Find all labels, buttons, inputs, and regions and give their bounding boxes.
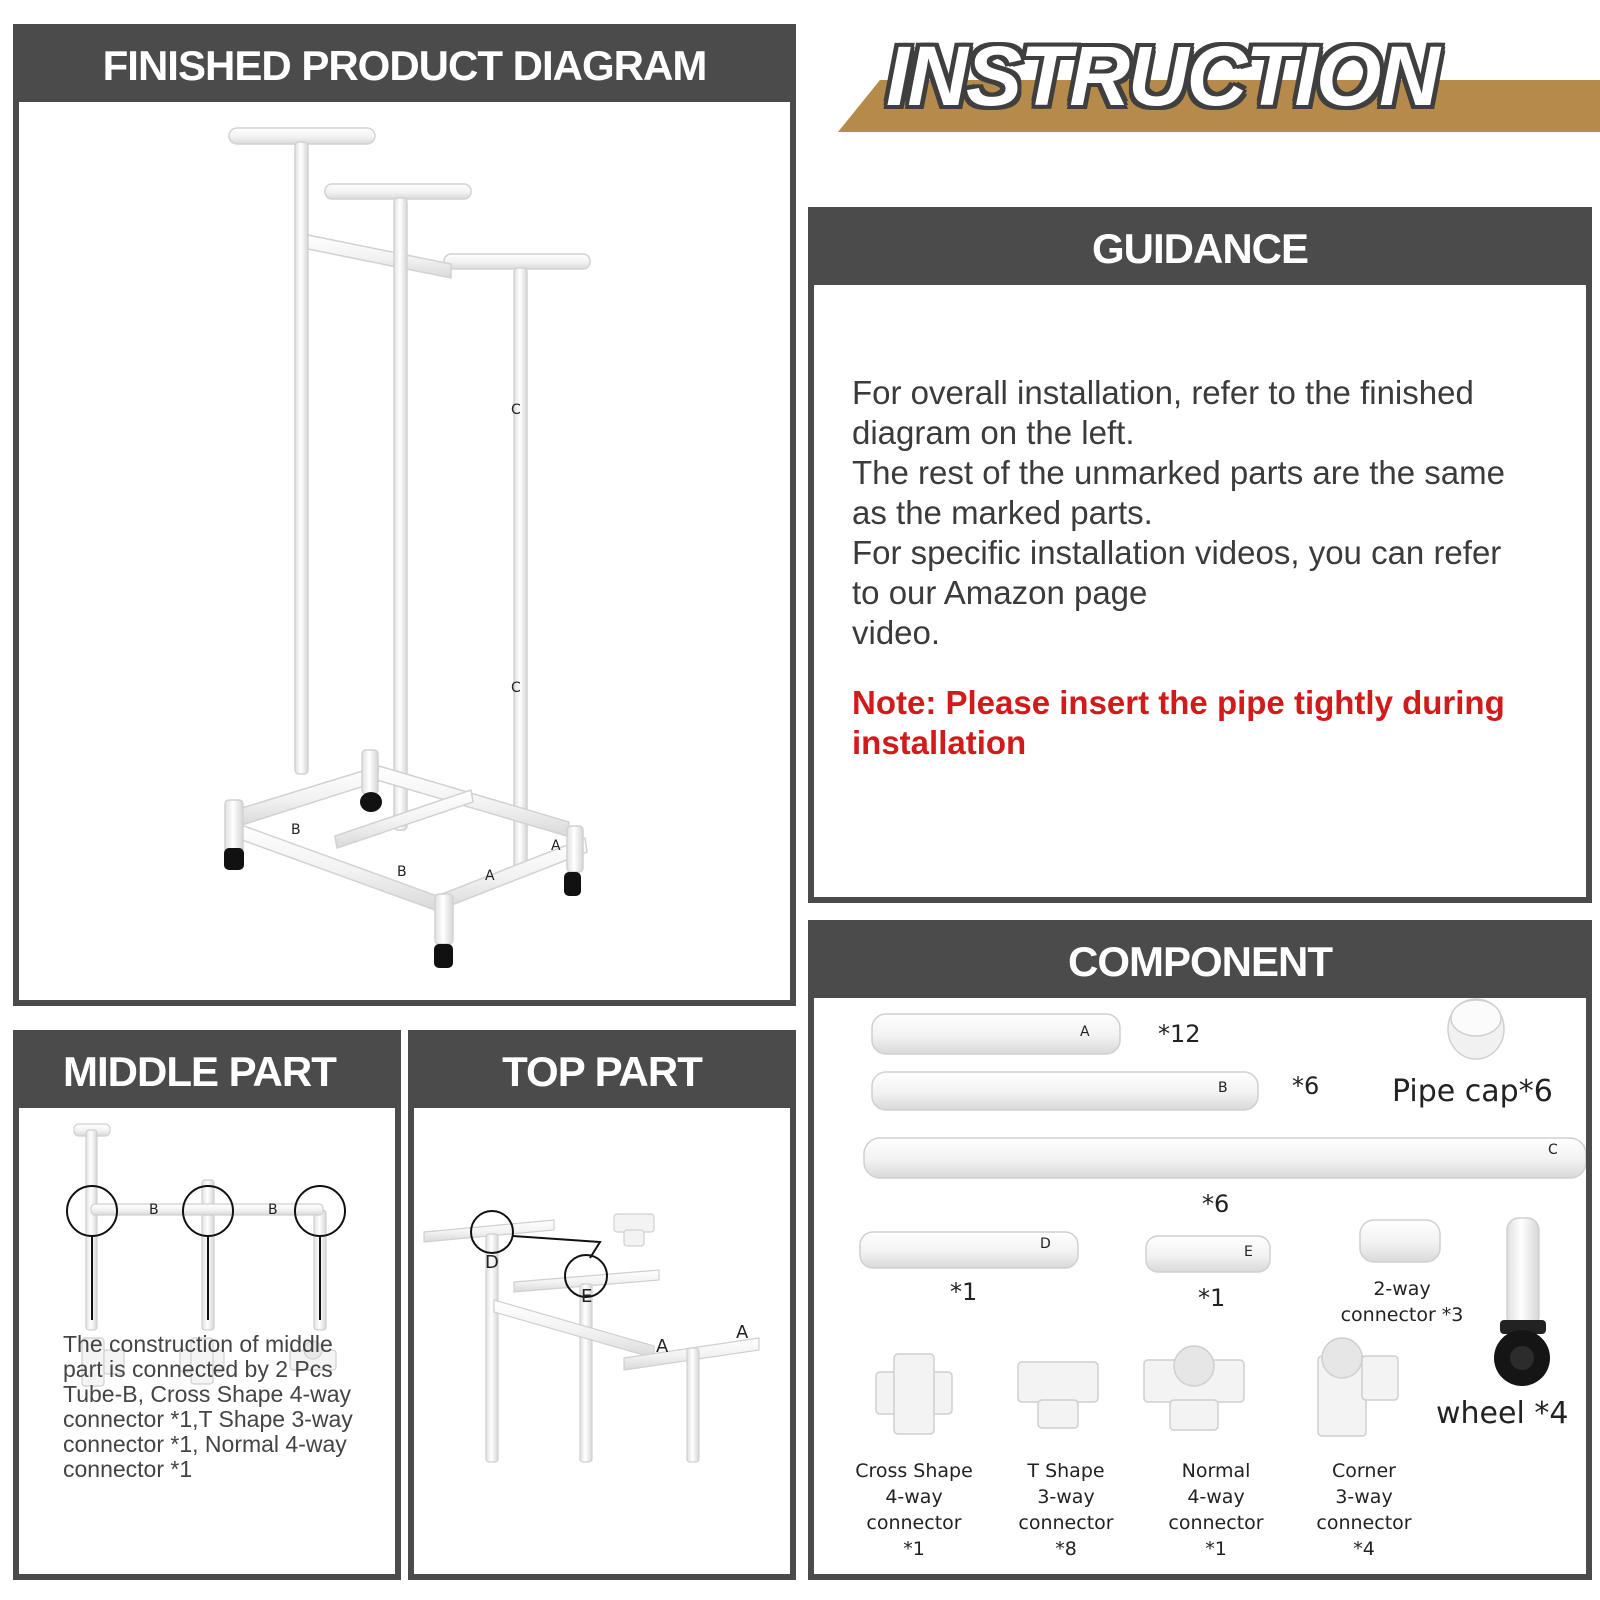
middle-label-b2: B [268,1202,278,1218]
rack-label-c-lower: C [511,680,521,696]
middle-part-panel: MIDDLE PART B B The construction o [13,1030,401,1580]
connector-line: Corner [1332,1460,1396,1482]
tube-e-label: E [1244,1244,1253,1260]
tube-b-count: *6 [1292,1072,1320,1100]
connector-line: 4-way [885,1486,943,1508]
two-way-line: 2-way [1373,1278,1431,1300]
connector-line: Cross Shape [855,1460,973,1482]
guidance-line: For specific installation videos, you ca… [852,534,1502,571]
top-part-title: TOP PART [414,1036,790,1108]
middle-text-line: connector *1,T Shape 3-way [63,1406,353,1432]
guidance-line: The rest of the unmarked parts are the s… [852,454,1505,491]
two-way-line: connector *3 [1340,1304,1464,1326]
instruction-title: INSTRUCTION [886,29,1440,123]
middle-text-line: The construction of middle [63,1331,333,1357]
tube-d-count: *1 [950,1278,978,1306]
connector-line: 3-way [1335,1486,1393,1508]
top-label-e: E [581,1286,593,1307]
top-part-diagram [423,1210,760,1463]
guidance-line: diagram on the left. [852,414,1135,451]
corner-3-way-connector-label: Corner 3-way connector *4 [1294,1458,1434,1562]
guidance-panel: GUIDANCE For overall installation, refer… [808,207,1592,903]
normal-4-way-connector-shape [1143,1345,1245,1431]
rack-label-c-upper: C [511,402,521,418]
tube-a-count: *12 [1158,1020,1201,1048]
middle-label-b1: B [149,1202,159,1218]
middle-text-line: Tube-B, Cross Shape 4-way [63,1381,352,1407]
tube-c [863,1137,1586,1179]
cross-shape-connector-label: Cross Shape 4-way connector *1 [844,1458,984,1562]
component-title: COMPONENT [814,926,1586,998]
middle-part-description: The construction of middle part is conne… [63,1332,403,1482]
instruction-banner [838,80,1600,132]
middle-part-title: MIDDLE PART [19,1036,395,1108]
guidance-note-line: Note: Please insert the pipe tightly dur… [852,684,1505,721]
tube-a [871,1013,1121,1055]
tube-c-label: C [1548,1142,1558,1158]
component-panel: COMPONENT [808,920,1592,1580]
middle-part-diagram [66,1123,346,1387]
rack-label-b-left: B [291,822,301,838]
top-label-a1: A [656,1336,669,1357]
connector-line: connector [1168,1512,1264,1534]
normal-4-way-connector-label: Normal 4-way connector *1 [1146,1458,1286,1562]
pipe-cap-shape [1447,998,1505,1060]
wheel-shape [1494,1217,1550,1386]
t-shape-connector-label: T Shape 3-way connector *8 [996,1458,1136,1562]
two-way-connector-label: 2-way connector *3 [1322,1276,1482,1328]
top-label-a2: A [736,1322,749,1343]
connector-line: connector [1316,1512,1412,1534]
component-diagram [859,998,1586,1437]
rack-label-a-mid: A [485,868,495,884]
rack-label-a-right: A [551,838,561,854]
tube-e-count: *1 [1198,1284,1226,1312]
t-shape-connector-shape [1017,1361,1099,1429]
rack-label-b-mid: B [397,864,407,880]
connector-line: *1 [903,1538,925,1560]
connector-line: 4-way [1187,1486,1245,1508]
guidance-note: Note: Please insert the pipe tightly dur… [852,683,1566,763]
guidance-title: GUIDANCE [814,213,1586,285]
tube-a-label: A [1080,1024,1090,1040]
guidance-body: For overall installation, refer to the f… [852,373,1566,653]
tube-b [871,1071,1259,1111]
pipe-cap-label: Pipe cap*6 [1392,1074,1553,1109]
two-way-connector [1359,1219,1441,1263]
guidance-note-line: installation [852,724,1027,761]
tube-d-label: D [1040,1236,1051,1252]
connector-line: Normal [1181,1460,1251,1482]
tube-c-count: *6 [1202,1190,1230,1218]
connector-line: 3-way [1037,1486,1095,1508]
top-label-d: D [485,1252,499,1273]
finished-product-title: FINISHED PRODUCT DIAGRAM [19,30,790,102]
connector-line: *8 [1055,1538,1077,1560]
middle-text-line: connector *1 [63,1456,193,1482]
guidance-line: For overall installation, refer to the f… [852,374,1474,411]
tube-e [1145,1235,1271,1273]
top-part-panel: TOP PART D E A A [408,1030,796,1580]
wheel-label: wheel *4 [1436,1396,1569,1431]
finished-product-panel: FINISHED PRODUCT DIAGRAM [13,24,796,1006]
instruction-accent-stripe [838,80,1600,132]
tube-d [859,1231,1079,1269]
guidance-line: to our Amazon page [852,574,1148,611]
corner-3-way-connector-shape [1317,1337,1399,1437]
connector-line: T Shape [1027,1460,1105,1482]
guidance-line: video. [852,614,941,651]
tube-b-label: B [1218,1080,1228,1096]
guidance-line: as the marked parts. [852,494,1153,531]
connector-line: *4 [1353,1538,1375,1560]
cross-shape-connector-shape [875,1353,953,1435]
connector-line: connector [1018,1512,1114,1534]
connector-line: *1 [1205,1538,1227,1560]
middle-text-line: connector *1, Normal 4-way [63,1431,347,1457]
rack-diagram [224,127,591,968]
middle-text-line: part is connected by 2 Pcs [63,1356,333,1382]
connector-line: connector [866,1512,962,1534]
